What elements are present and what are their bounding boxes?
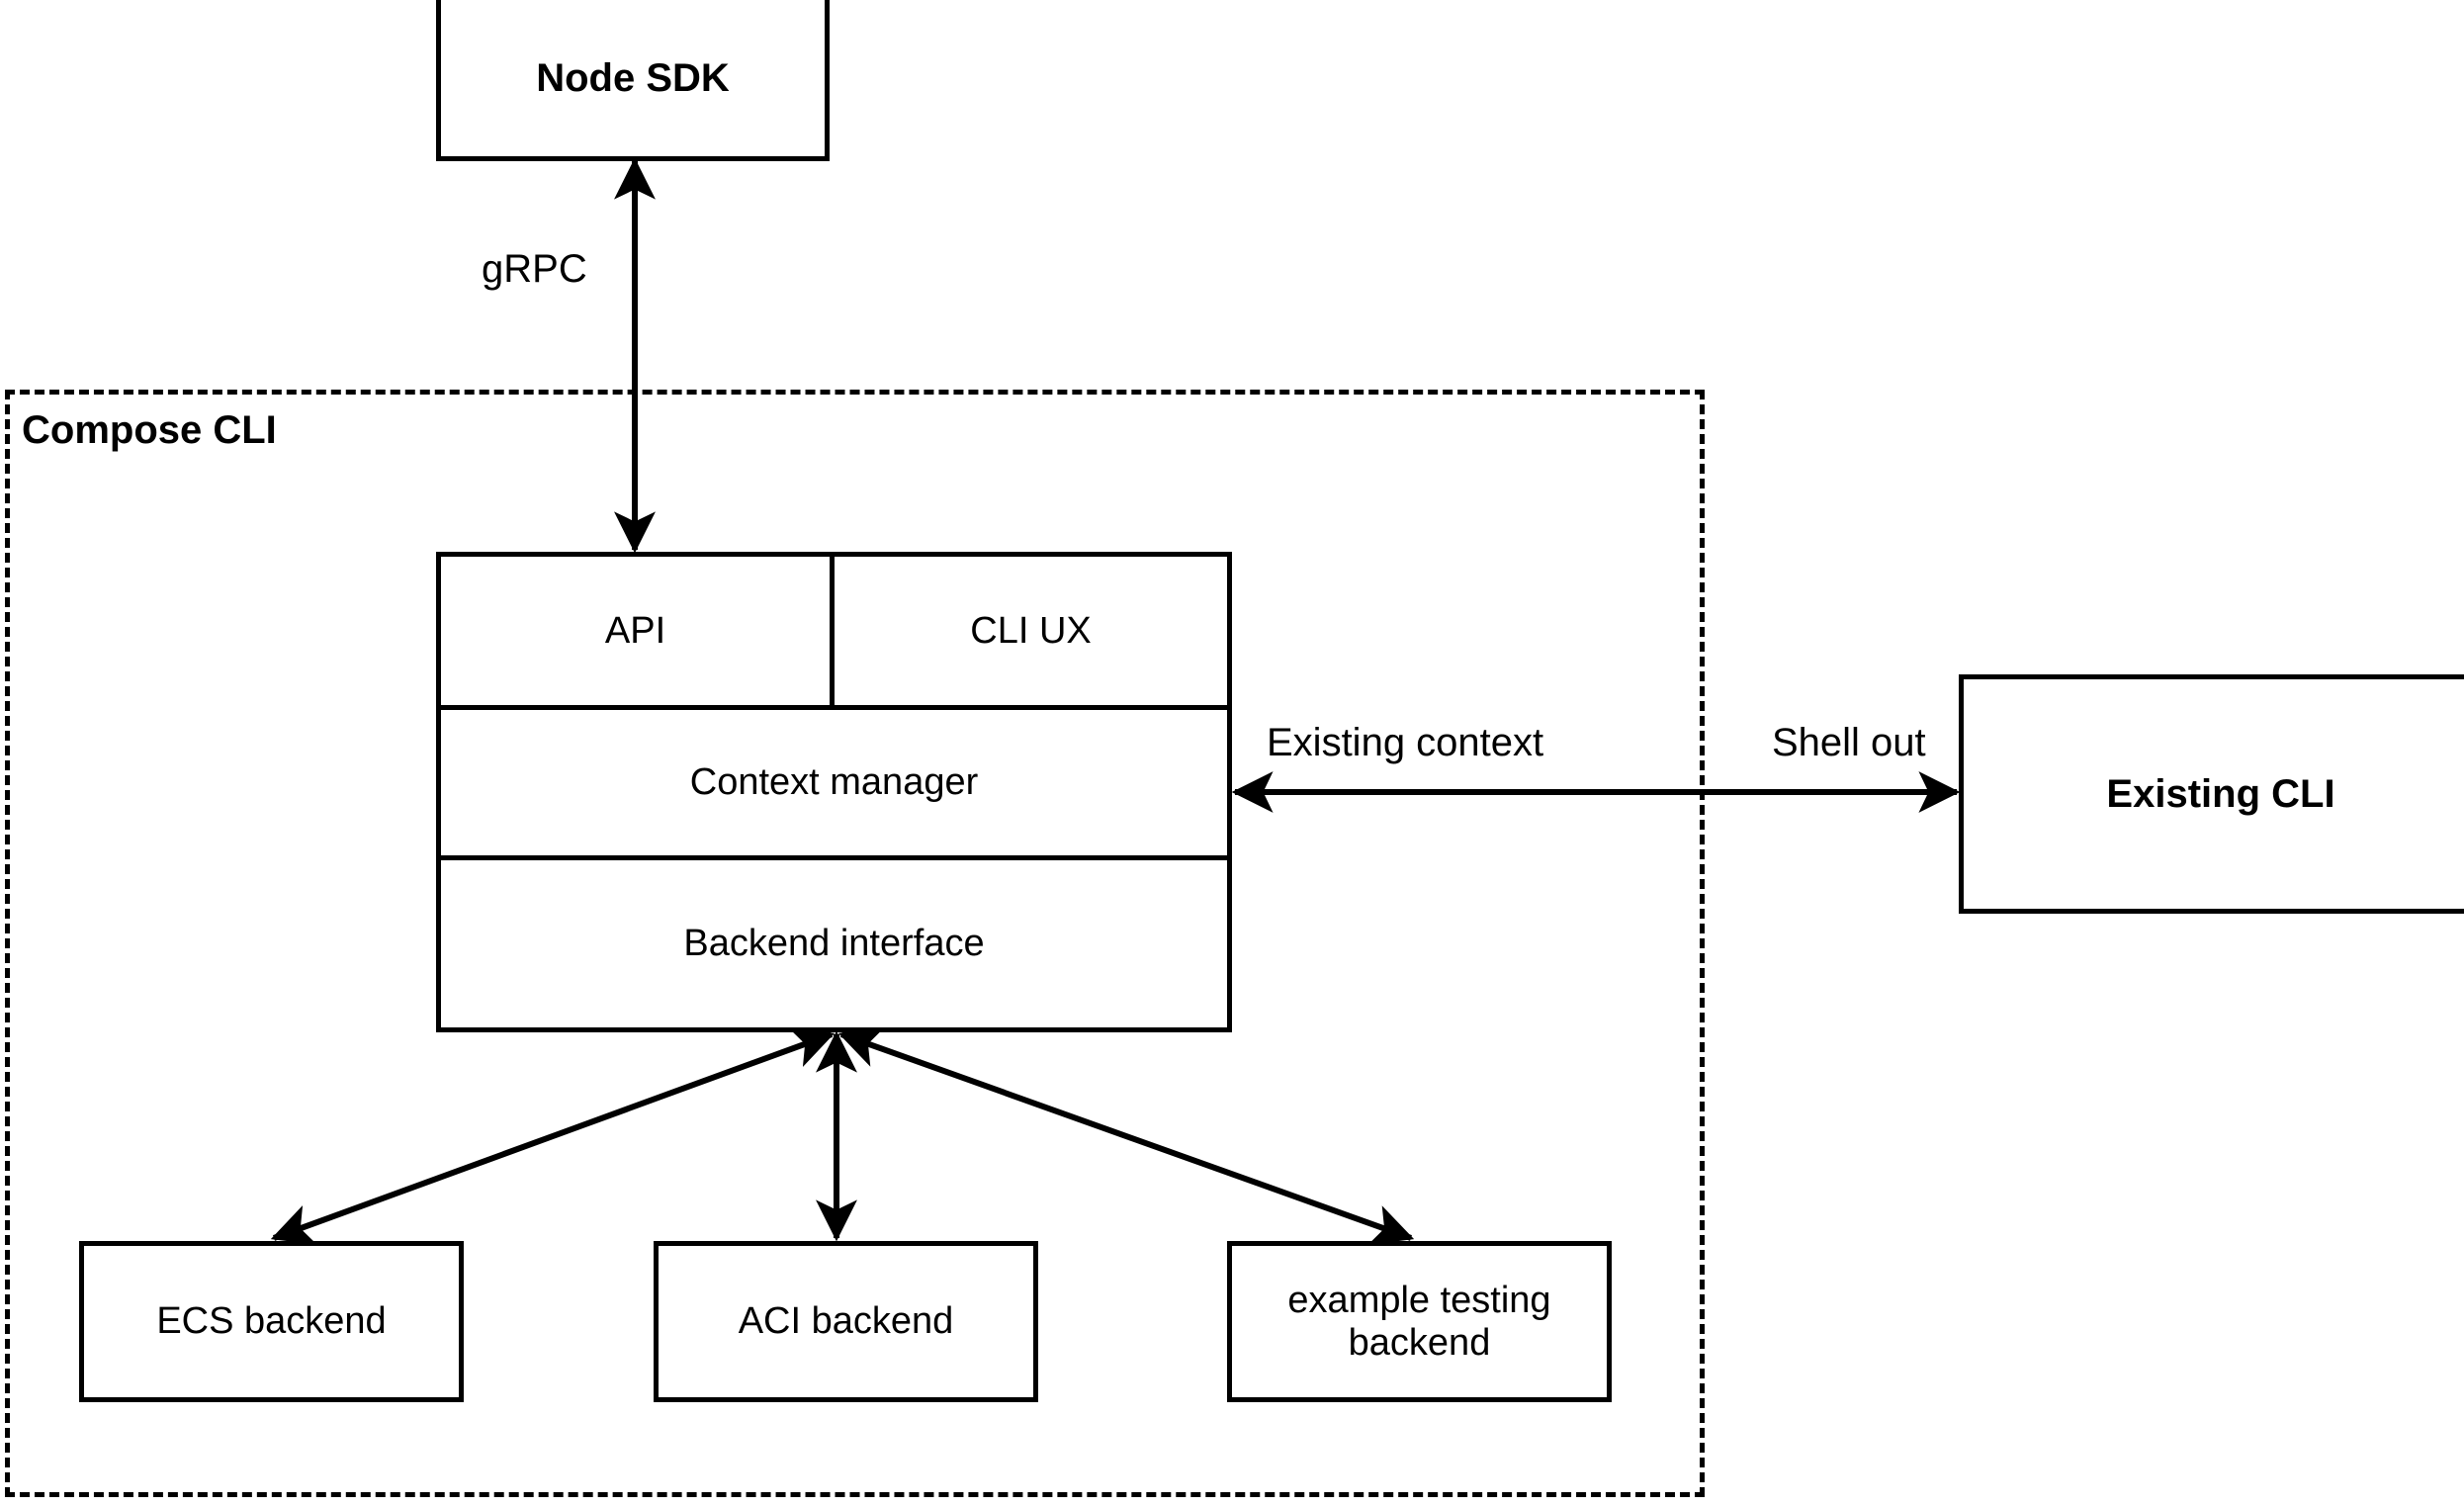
existing-cli-box[interactable]: Existing CLI: [1959, 674, 2464, 914]
compose-cli-stack: API CLI UX Context manager Backend inter…: [436, 552, 1232, 1032]
edge-label-shell-out: Shell out: [1772, 721, 1926, 764]
node-sdk-box[interactable]: Node SDK: [436, 0, 830, 161]
api-label: API: [604, 609, 666, 652]
example-testing-backend-label: example testing backend: [1287, 1279, 1551, 1364]
api-cell[interactable]: API: [441, 557, 835, 705]
cli-ux-cell[interactable]: CLI UX: [835, 557, 1227, 705]
node-sdk-label: Node SDK: [536, 55, 730, 100]
aci-backend-label: ACI backend: [738, 1300, 954, 1343]
context-manager-cell[interactable]: Context manager: [441, 710, 1227, 855]
cli-ux-label: CLI UX: [970, 609, 1092, 652]
stack-row-backend-interface[interactable]: Backend interface: [441, 860, 1227, 1027]
backend-interface-cell[interactable]: Backend interface: [441, 860, 1227, 1027]
ecs-backend-label: ECS backend: [156, 1300, 387, 1343]
backend-interface-label: Backend interface: [683, 923, 985, 964]
stack-row-context-manager[interactable]: Context manager: [441, 710, 1227, 860]
existing-cli-label: Existing CLI: [2106, 771, 2335, 816]
aci-backend-box[interactable]: ACI backend: [654, 1241, 1038, 1402]
context-manager-label: Context manager: [689, 761, 979, 803]
edge-label-grpc: gRPC: [482, 247, 587, 291]
ecs-backend-box[interactable]: ECS backend: [79, 1241, 464, 1402]
compose-cli-group-label: Compose CLI: [22, 408, 277, 452]
example-testing-backend-box[interactable]: example testing backend: [1227, 1241, 1612, 1402]
edge-label-existing-context: Existing context: [1267, 721, 1544, 764]
stack-row-api-cliux: API CLI UX: [441, 557, 1227, 710]
compose-cli-group: [5, 390, 1705, 1497]
